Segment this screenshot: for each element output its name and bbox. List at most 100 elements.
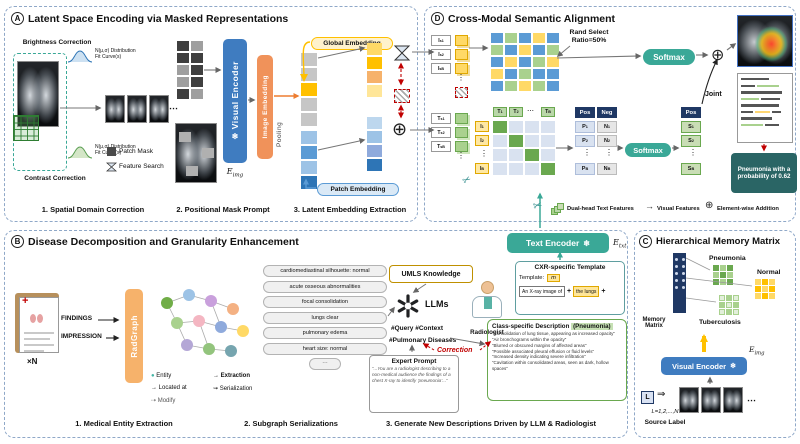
sim-cell: [509, 149, 523, 161]
patch-embedding-token: [301, 146, 317, 159]
panel-a: A Latent Space Encoding via Masked Repre…: [4, 6, 418, 222]
template-row2: An X-ray image of + the lungs +: [519, 286, 621, 297]
patch-embedding-token: [301, 176, 317, 189]
template-m-chip: m: [547, 274, 560, 282]
sim-cell-diag: [493, 121, 507, 133]
patch-embedding-tag: Patch Embedding: [317, 183, 399, 196]
text-encoder-block: Text Encoder ❄: [507, 233, 609, 253]
times-n-label: ×N: [27, 357, 38, 366]
patch-embedding-token: [301, 131, 317, 144]
fused-token: [367, 117, 382, 129]
pooling-label: Pooling: [276, 121, 283, 147]
xray-thumb: [723, 387, 743, 413]
entity-pill: pulmonary edema: [263, 327, 387, 339]
text-encoder-label: Text Encoder: [526, 238, 580, 248]
sim-cell: [541, 121, 555, 133]
correction-box: [13, 53, 67, 171]
findings-label: FINDINGS: [61, 315, 93, 322]
visual-encoder-label: Visual Encoder: [672, 361, 727, 371]
fused-token: [367, 57, 382, 69]
legend-visual-label: Visual Features: [657, 206, 700, 212]
contrast-correction-label: Contrast Correction: [24, 175, 86, 182]
embedding-token: [301, 98, 317, 111]
memory-matrix-label: Memory Matrix: [642, 317, 666, 329]
legend-serialization: ⇝ Serialization: [213, 385, 252, 392]
legend-square: [557, 203, 564, 210]
description-item: “Increased density indicating severe inf…: [492, 354, 586, 360]
patch-mask-icon: [107, 147, 116, 156]
masked-xray: [175, 123, 217, 183]
sim-cell: [493, 135, 507, 147]
hdots: ⋯: [527, 108, 534, 115]
embedding-token: [301, 68, 317, 81]
serialization-label: Serialization: [219, 386, 253, 392]
normal-cluster: [755, 279, 775, 299]
source-label-chip: L: [641, 391, 654, 404]
radgraph-block: RadGraph: [125, 289, 143, 383]
feature-search-label: Feature Search: [119, 163, 164, 170]
located-label: Located at: [158, 385, 187, 391]
score-pos-header: Pos: [681, 107, 701, 118]
lung-icon: [30, 314, 36, 323]
caption-positional-mask: 2. Positional Mask Prompt: [176, 205, 270, 214]
class-description-items: “Consolidation of lung tissue, appearing…: [492, 331, 622, 372]
entity-pill-more: ⋯: [309, 358, 341, 370]
panel-d-badge: D: [431, 12, 444, 25]
fused-token: [367, 85, 382, 97]
modify-label: Modify: [157, 398, 176, 404]
vdots: ⋮: [583, 148, 591, 157]
xray-thumb: [127, 95, 147, 123]
softmax-button-bottom: Softmax: [625, 143, 671, 157]
report-text-preview: [737, 73, 793, 143]
plus-sign: +: [601, 288, 606, 295]
fused-token: [367, 145, 382, 157]
class-description-box: Class-specific Description (Pneumonia) “…: [487, 319, 627, 401]
implies-icon: ⇒: [657, 389, 666, 400]
patch-mask-label: Patch Mask: [119, 148, 153, 155]
caption-latent-embedding: 3. Latent Embedding Extraction: [293, 205, 407, 214]
text-line: [24, 344, 54, 346]
description-item: “Consolidation of lung tissue, appearing…: [492, 331, 615, 336]
snowflake-icon: ❄: [730, 363, 736, 370]
sim-cell: [509, 121, 523, 133]
patch-grid-icon: [13, 115, 39, 141]
rand-select-line1: Rand Select: [569, 29, 609, 36]
panel-b-title: B Disease Decomposition and Granularity …: [11, 235, 299, 248]
legend-located-at: → Located at: [151, 385, 187, 391]
mask-patch: [179, 132, 191, 142]
prediction-result: Pneumonia with a probability of 0.62: [731, 153, 797, 193]
entity-pill: cardiomediastinal silhouette: normal: [263, 265, 387, 277]
entity-dot-icon: ●: [151, 373, 155, 379]
fused-token: [367, 131, 382, 143]
xray-thumb: [679, 387, 699, 413]
extraction-label: Extraction: [220, 373, 251, 379]
tuberculosis-cluster: [719, 295, 739, 315]
legend-extraction: → Extraction: [213, 373, 250, 379]
vdots: ⋮: [480, 149, 488, 158]
text-line: [24, 338, 50, 340]
sim-cell: [525, 135, 539, 147]
vdots: ⋮: [457, 73, 465, 82]
scissors-icon: ✂: [531, 198, 544, 213]
image-embedding-label: Image Embedding: [261, 75, 269, 139]
visual-features-arrow-icon: →: [645, 201, 654, 211]
image-embedding-block: Image Embedding: [257, 55, 273, 159]
text-feature-token: [455, 127, 468, 138]
distribution-curve-icon: [67, 50, 93, 63]
radiologist-icon: [469, 281, 505, 327]
text-features-icon: [551, 203, 565, 217]
panel-a-badge: A: [11, 12, 24, 25]
mask-patch: [202, 148, 214, 158]
sim-cell-diag: [541, 163, 555, 175]
sim-cell: [509, 163, 523, 175]
serialized-entities-list: cardiomediastinal silhouette: normal acu…: [263, 265, 387, 374]
